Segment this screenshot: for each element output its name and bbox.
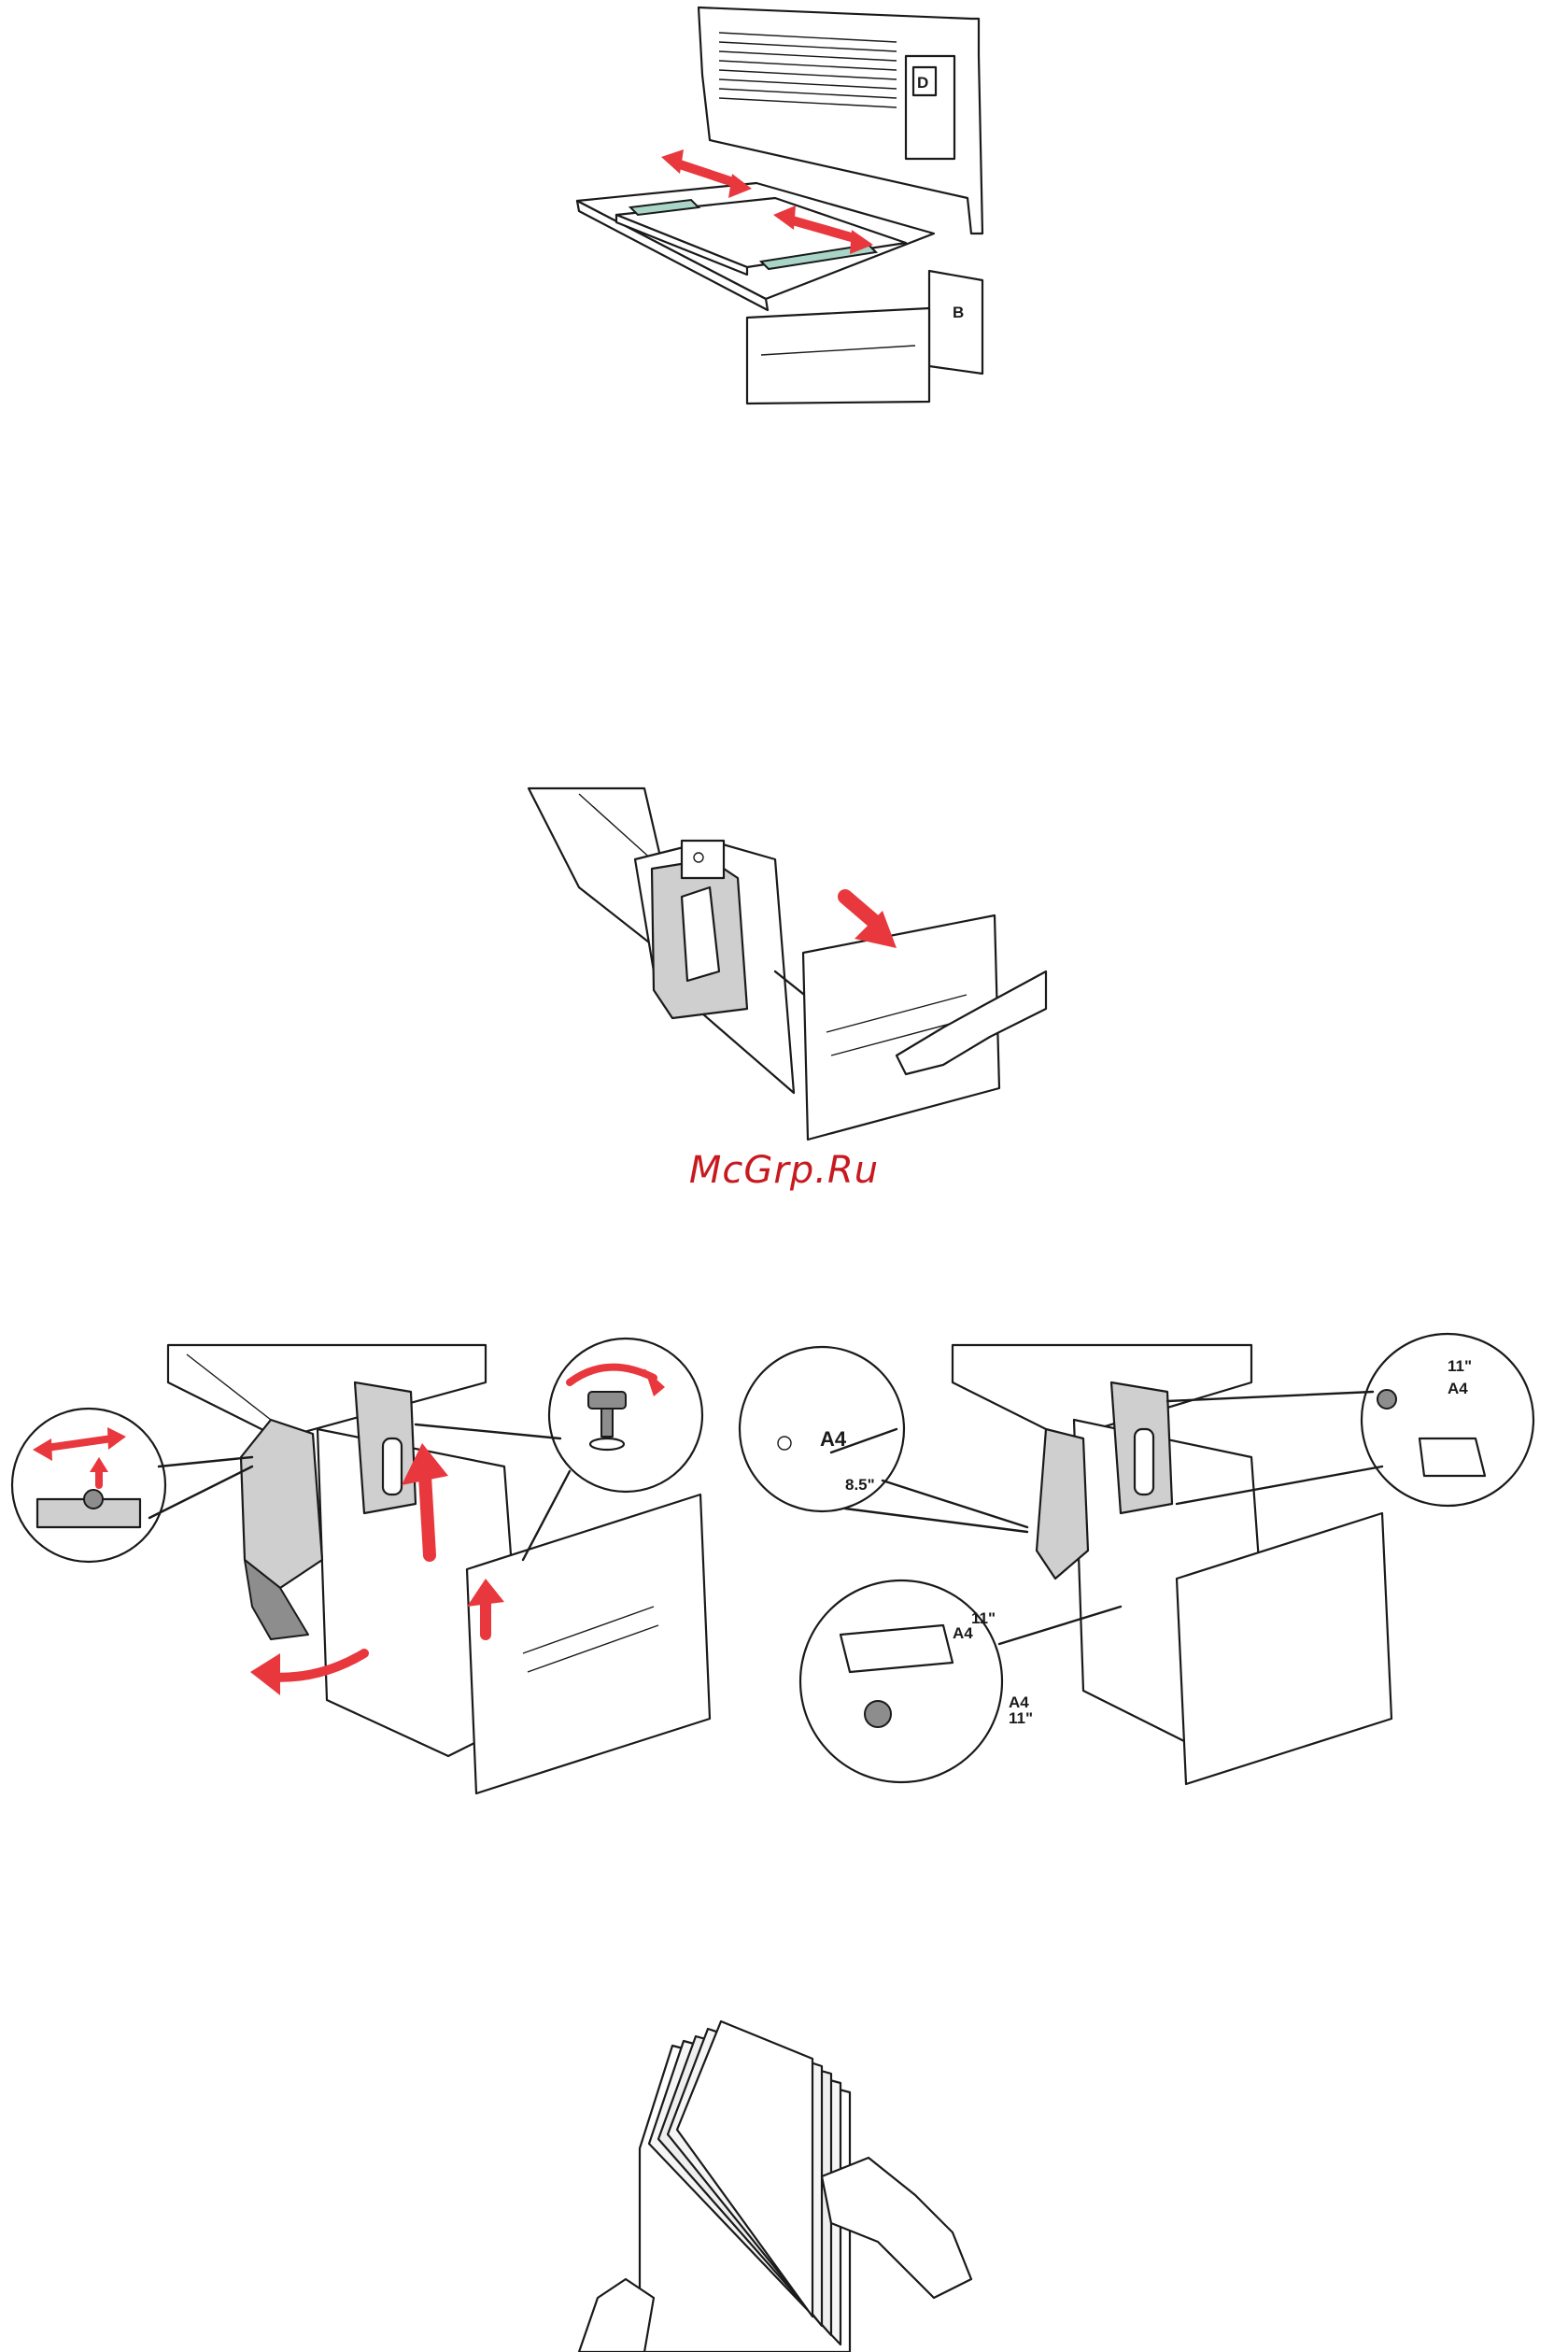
fan-paper-illustration [560, 2018, 981, 2352]
size-label-a4-mid: A4 [953, 1624, 973, 1642]
tray-guides-left-illustration [0, 1326, 719, 1803]
size-label-11-top: 11" [1448, 1357, 1472, 1375]
door-label-d: D [917, 74, 928, 92]
size-label-a4-bottom: A4 [1009, 1693, 1029, 1711]
tray-guides-right-illustration: A4 8.5" 11" A4 11" A4 11" A4 [728, 1326, 1568, 1812]
size-label-a4-top: A4 [1448, 1380, 1468, 1397]
pull-arrow-icon [845, 897, 897, 948]
bypass-tray-illustration: D B [560, 0, 1009, 411]
size-label-8-5: 8.5" [845, 1476, 875, 1494]
pull-tray-illustration [523, 785, 1055, 1158]
size-label-11-right: 11" [1009, 1709, 1033, 1727]
size-label-11-bottom: 11" [971, 1609, 996, 1627]
tray-label-b: B [953, 304, 964, 321]
watermark: McGrp.Ru [0, 1149, 1568, 1192]
